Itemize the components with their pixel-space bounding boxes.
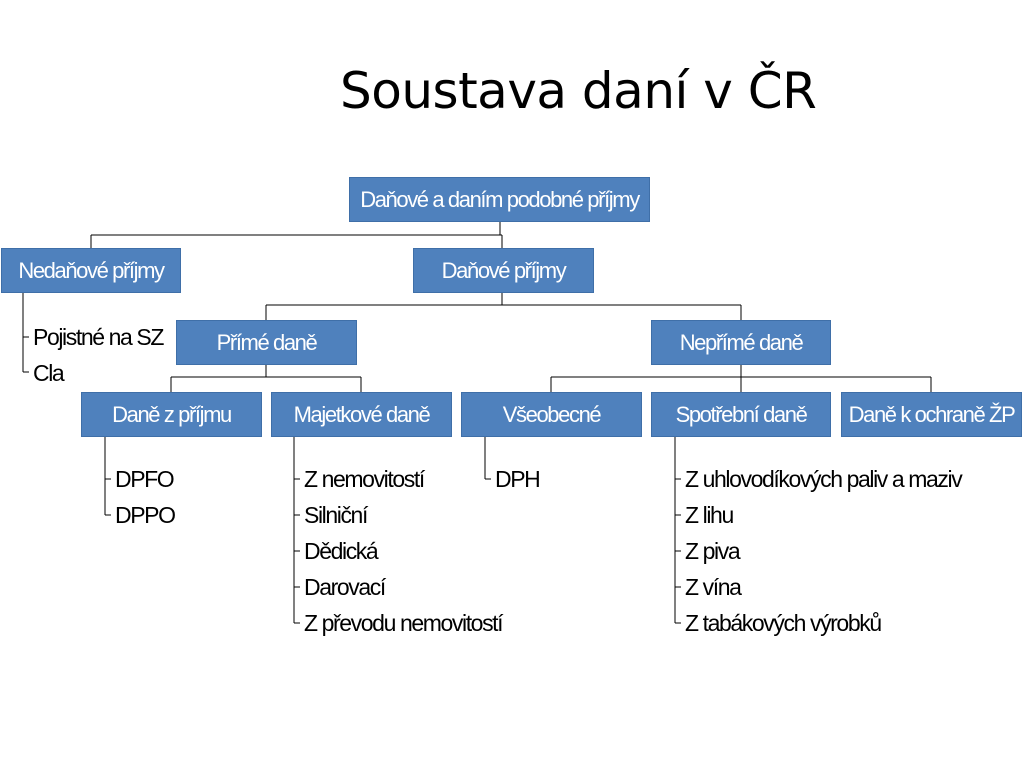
list-item: DPH [495,466,541,492]
node-z-prijmu: Daně z příjmu [81,392,262,437]
node-nedanove: Nedaňové příjmy [1,248,181,293]
list-item: Darovací [304,574,386,600]
node-majetkove: Majetkové daně [271,392,452,437]
node-root: Daňové a daním podobné příjmy [349,177,650,222]
connector-list-majetkove [293,436,300,624]
page-title: Soustava daní v ČR [340,62,817,120]
connector-danove [265,292,742,320]
connector-list-nedanove [22,292,29,373]
node-danove: Daňové příjmy [413,248,594,293]
connector-root [90,222,503,248]
list-item: Silniční [304,502,368,528]
list-vseobecne: DPH [495,461,541,497]
list-item: Z uhlovodíkových paliv a maziv [685,466,963,492]
list-item: DPPO [115,502,176,528]
list-item: Z nemovitostí [304,466,425,492]
node-vseobecne: Všeobecné [461,392,642,437]
list-item: Pojistné na SZ [33,324,164,350]
connector-list-zprijmu [104,436,111,516]
connector-list-spotrebni [674,436,681,624]
list-z-prijmu: DPFO DPPO [115,461,176,533]
connector-prime [170,364,362,392]
list-item: Z převodu nemovitostí [304,610,504,636]
list-item: DPFO [115,466,175,492]
list-item: Z lihu [685,502,734,528]
connector-neprime [550,364,932,392]
list-item: Cla [33,360,65,386]
list-item: Z tabákových výrobků [685,610,882,636]
list-item: Dědická [304,538,379,564]
list-item: Z piva [685,538,741,564]
node-neprime: Nepřímé daně [651,320,831,365]
list-item: Z vína [685,574,742,600]
list-majetkove: Z nemovitostí Silniční Dědická Darovací … [304,461,504,641]
node-prime: Přímé daně [176,320,357,365]
node-spotrebni: Spotřební daně [651,392,831,437]
list-spotrebni: Z uhlovodíkových paliv a maziv Z lihu Z … [685,461,963,641]
node-zp: Daně k ochraně ŽP [841,392,1022,437]
connector-list-vseobecne [484,436,491,480]
list-nedanove: Pojistné na SZ Cla [33,319,164,391]
